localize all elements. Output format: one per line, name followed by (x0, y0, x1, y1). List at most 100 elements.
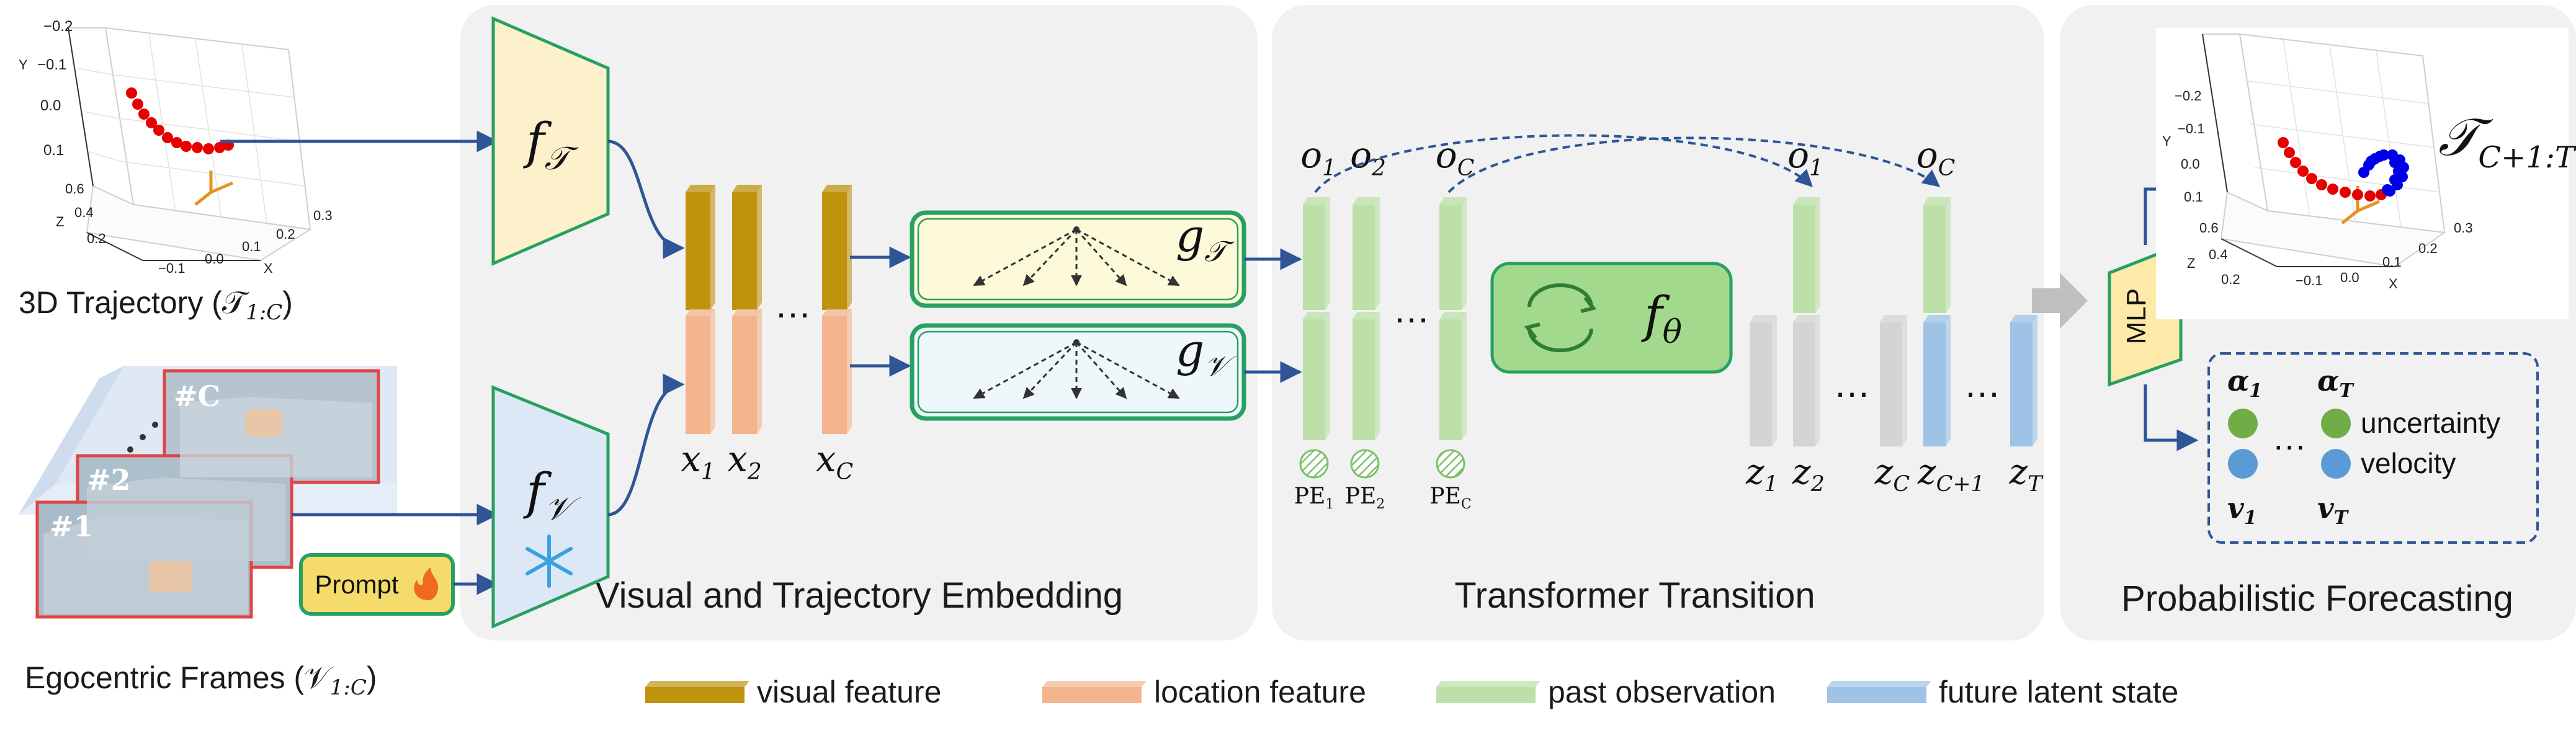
right-z-tick: 0.2 (2221, 272, 2240, 287)
o-out-label: oC (1916, 134, 1955, 181)
uncertainty-dot (2321, 409, 2351, 438)
prompt-label: Prompt (315, 570, 399, 599)
prompt-badge: Prompt (299, 553, 455, 616)
left-y-tick: −0.1 (37, 56, 66, 73)
trajectory-point (203, 143, 214, 154)
uncertainty-dot (2228, 409, 2258, 438)
g-visual-module: g𝒱 (910, 323, 1246, 421)
past-observation-bar (1353, 312, 1380, 440)
trajectory-point (153, 125, 164, 136)
o-out-label: o1 (1787, 134, 1823, 181)
future-latent-bar (2010, 315, 2037, 446)
right-z-tick: 0.6 (2199, 220, 2219, 236)
trajectory-point (138, 109, 150, 120)
right-x-tick: 0.0 (2340, 270, 2359, 285)
embedding-panel (460, 5, 1258, 641)
legend-item: future latent state (1827, 675, 2178, 709)
trajectory-point (2316, 179, 2327, 190)
trajectory-point (214, 142, 225, 153)
pe-label: PE2 (1345, 484, 1385, 512)
left-x-tick: 0.3 (313, 208, 333, 223)
uncertainty-label: uncertainty (2361, 407, 2500, 439)
forecast-point (2374, 151, 2386, 162)
right-y-tick: 0.1 (2184, 189, 2203, 205)
svg-text:α1: α1 (2227, 364, 2262, 402)
left-z-tick: 0.6 (65, 181, 84, 197)
legend-swatch (1042, 687, 1142, 703)
legend-swatch (645, 687, 745, 703)
z-label: z1 (1745, 452, 1778, 497)
trajectory-point (146, 117, 157, 128)
right-y-tick: −0.1 (2178, 121, 2204, 136)
pe-label: PE1 (1294, 484, 1335, 512)
parameter-box: α1 αT … uncertainty velocity v1 vT (2207, 352, 2539, 544)
past-observation-bar (1923, 197, 1951, 313)
location-feature-bar (686, 309, 715, 434)
right-y-axis-label: Y (2162, 133, 2171, 149)
frame-tag: #1 (50, 510, 94, 543)
left-y-tick: 0.1 (43, 142, 64, 159)
egocentric-frames: #1 #2 #C (19, 366, 397, 619)
visual-feature-bar (822, 185, 852, 310)
forecast-title: Probabilistic Forecasting (2121, 579, 2513, 619)
transformer-title: Transformer Transition (1454, 575, 1815, 616)
frame-tag: #2 (87, 463, 131, 497)
trajectory-point (162, 132, 173, 143)
right-x-tick: −0.1 (2296, 273, 2322, 288)
location-feature-bar (732, 309, 762, 434)
future-latent-bar (1923, 315, 1951, 446)
z-label: zT (2009, 452, 2044, 497)
trajectory-point (2297, 166, 2309, 177)
x-label: x1 (681, 438, 715, 485)
trajectory-point (2327, 184, 2338, 195)
left-y-tick: 0.0 (40, 97, 61, 114)
trajectory-point (132, 99, 143, 110)
latent-ellipsis: … (1833, 363, 1871, 405)
forecast-point (2366, 156, 2377, 167)
left-x-tick: −0.1 (158, 260, 185, 276)
past-observation-bar (1303, 197, 1330, 310)
o-label: o2 (1350, 134, 1386, 181)
frames-caption: Egocentric Frames (𝒱1:C) (25, 660, 377, 700)
legend-label: visual feature (757, 675, 941, 709)
z-label: zC (1874, 452, 1910, 497)
trajectory-point (2284, 147, 2295, 158)
stage-arrow (2032, 273, 2088, 329)
trajectory-point (192, 142, 203, 153)
trajectory-encoder: f𝒯 (491, 16, 610, 266)
fire-icon (414, 567, 439, 600)
x-label: xC (816, 438, 853, 485)
trajectory-point (2306, 173, 2317, 184)
left-x-tick: 0.0 (205, 251, 224, 267)
svg-text:αT: αT (2317, 364, 2355, 402)
feature-ellipsis: … (774, 284, 812, 326)
trajectory-point (2352, 189, 2363, 200)
past-observation-bar (1353, 197, 1380, 310)
mlp-label: MLP (2121, 288, 2152, 344)
latent-state-bar (1750, 315, 1777, 446)
trajectory-point (126, 87, 137, 99)
latent-bars (1750, 197, 2037, 446)
output-o-labels: o1 oC (1787, 134, 1955, 181)
left-z-tick: 0.2 (87, 231, 106, 246)
legend-label: past observation (1548, 675, 1776, 709)
feature-stacks (686, 185, 852, 434)
past-observation-bar (1439, 197, 1467, 310)
forecast-point (2393, 166, 2404, 177)
right-y-tick: 0.0 (2181, 156, 2200, 172)
velocity-dot (2321, 449, 2351, 479)
left-x-tick: 0.2 (276, 226, 295, 242)
trajectory-plot-input: −0.1 0.0 0.1 −0.2 Y 0.6 0.4 0.2 Z −0.1 0… (19, 18, 333, 276)
left-z-tick: 0.4 (74, 205, 94, 220)
legend-label: future latent state (1939, 675, 2178, 709)
past-observation-bar (1303, 312, 1330, 440)
right-x-tick: 0.1 (2382, 254, 2402, 270)
velocity-dot (2228, 449, 2258, 479)
legend-swatch (1827, 687, 1926, 703)
left-x-axis-label: X (264, 260, 273, 276)
svg-text:3D Trajectory (𝒯1:C): 3D Trajectory (𝒯1:C) (19, 285, 293, 325)
